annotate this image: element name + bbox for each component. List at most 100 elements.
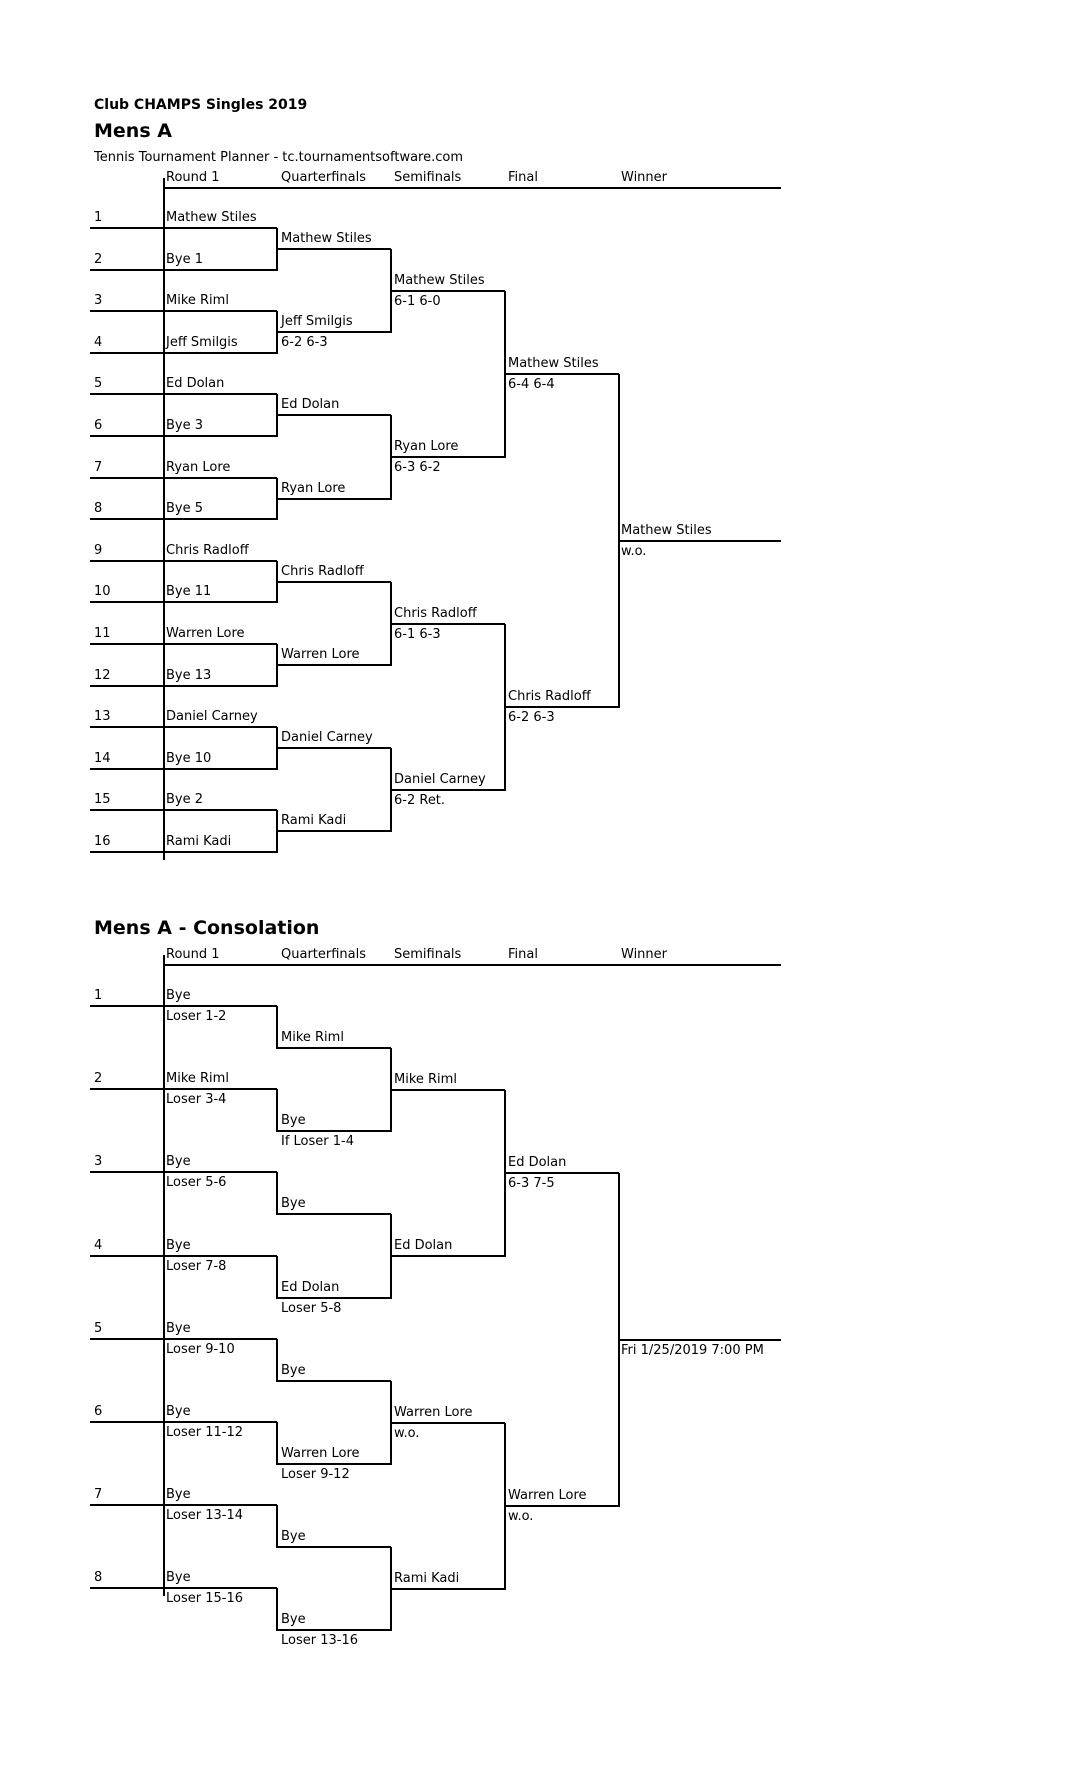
quarterfinal-player: Ryan Lore (281, 481, 346, 496)
bracket-line (391, 1588, 505, 1590)
consolation-semifinal-score: w.o. (394, 1426, 420, 1441)
bracket-line (90, 1005, 277, 1007)
consolation-seed-number: 8 (94, 1570, 103, 1585)
bracket-line (90, 1504, 277, 1506)
consolation-round1-source: Loser 7-8 (166, 1259, 227, 1274)
quarterfinal-player: Mathew Stiles (281, 231, 372, 246)
bracket-line (277, 830, 391, 832)
consolation-quarterfinal-source: Loser 13-16 (281, 1633, 358, 1648)
consolation-quarterfinal-source: Loser 5-8 (281, 1301, 342, 1316)
final-score: 6-2 6-3 (508, 710, 555, 725)
bracket-line (276, 1339, 278, 1382)
seed-number: 16 (94, 834, 111, 849)
consolation-semifinal-player: Mike Riml (394, 1072, 457, 1087)
bracket-line (90, 1255, 277, 1257)
column-header: Round 1 (166, 170, 220, 185)
column-header: Quarterfinals (281, 947, 367, 962)
semifinal-player: Chris Radloff (394, 606, 477, 621)
consolation-seed-number: 6 (94, 1404, 103, 1419)
bracket-line (90, 726, 277, 728)
consolation-semifinal-player: Warren Lore (394, 1405, 473, 1420)
column-header: Round 1 (166, 947, 220, 962)
bracket-line (276, 1172, 278, 1215)
consolation-round1-player: Bye (166, 1238, 191, 1253)
bracket-line (276, 1256, 278, 1299)
round1-player: Bye 10 (166, 751, 212, 766)
bracket-line (505, 1505, 619, 1507)
quarterfinal-player: Chris Radloff (281, 564, 364, 579)
final-player: Mathew Stiles (508, 356, 599, 371)
bracket-line (277, 1546, 391, 1548)
consolation-quarterfinal-source: If Loser 1-4 (281, 1134, 354, 1149)
consolation-round1-source: Loser 1-2 (166, 1009, 227, 1024)
bracket-line (164, 187, 781, 189)
software-credit: Tennis Tournament Planner - tc.tournamen… (94, 150, 464, 165)
seed-number: 5 (94, 376, 103, 391)
consolation-round1-player: Bye (166, 1487, 191, 1502)
bracket-line (277, 331, 391, 333)
bracket-line (391, 290, 505, 292)
round1-player: Jeff Smilgis (166, 335, 238, 350)
column-header: Final (508, 170, 538, 185)
bracket-line (505, 373, 619, 375)
bracket-line (163, 955, 165, 1596)
round1-player: Bye 2 (166, 792, 204, 807)
consolation-semifinal-player: Rami Kadi (394, 1571, 460, 1586)
consolation-draw-title: Mens A - Consolation (94, 917, 320, 939)
bracket-line (277, 1047, 391, 1049)
seed-number: 7 (94, 460, 103, 475)
bracket-line (391, 623, 505, 625)
bracket-line (505, 706, 619, 708)
bracket-line (505, 1172, 619, 1174)
bracket-line (619, 1339, 781, 1341)
round1-player: Bye 13 (166, 668, 212, 683)
bracket-line (276, 1422, 278, 1465)
consolation-round1-player: Bye (166, 988, 191, 1003)
consolation-seed-number: 4 (94, 1238, 103, 1253)
seed-number: 6 (94, 418, 103, 433)
consolation-quarterfinal-player: Mike Riml (281, 1030, 344, 1045)
round1-player: Rami Kadi (166, 834, 232, 849)
bracket-line (90, 601, 277, 603)
consolation-quarterfinal-player: Bye (281, 1113, 306, 1128)
bracket-line (277, 581, 391, 583)
consolation-round1-player: Bye (166, 1570, 191, 1585)
consolation-semifinal-player: Ed Dolan (394, 1238, 453, 1253)
round1-player: Chris Radloff (166, 543, 249, 558)
column-header: Quarterfinals (281, 170, 367, 185)
semifinal-player: Ryan Lore (394, 439, 459, 454)
consolation-round1-source: Loser 13-14 (166, 1508, 243, 1523)
quarterfinal-player: Jeff Smilgis (281, 314, 353, 329)
bracket-line (90, 518, 277, 520)
bracket-line (90, 1587, 277, 1589)
bracket-line (90, 393, 277, 395)
consolation-round1-source: Loser 9-10 (166, 1342, 235, 1357)
bracket-line (391, 1089, 505, 1091)
quarterfinal-score: 6-2 6-3 (281, 335, 328, 350)
seed-number: 11 (94, 626, 111, 641)
bracket-line (277, 498, 391, 500)
bracket-line (276, 1089, 278, 1132)
column-header: Semifinals (394, 170, 462, 185)
consolation-seed-number: 3 (94, 1154, 103, 1169)
bracket-line (391, 1422, 505, 1424)
consolation-round1-player: Bye (166, 1321, 191, 1336)
consolation-round1-source: Loser 11-12 (166, 1425, 243, 1440)
bracket-line (90, 685, 277, 687)
bracket-line (90, 560, 277, 562)
round1-player: Mathew Stiles (166, 210, 257, 225)
bracket-line (277, 664, 391, 666)
seed-number: 13 (94, 709, 111, 724)
bracket-line (277, 747, 391, 749)
bracket-line (391, 789, 505, 791)
consolation-round1-source: Loser 15-16 (166, 1591, 243, 1606)
consolation-quarterfinal-player: Bye (281, 1529, 306, 1544)
bracket-line (90, 352, 277, 354)
consolation-seed-number: 5 (94, 1321, 103, 1336)
round1-player: Ryan Lore (166, 460, 231, 475)
bracket-line (90, 1088, 277, 1090)
seed-number: 12 (94, 668, 111, 683)
consolation-quarterfinal-source: Loser 9-12 (281, 1467, 350, 1482)
bracket-line (277, 1130, 391, 1132)
column-header: Semifinals (394, 947, 462, 962)
